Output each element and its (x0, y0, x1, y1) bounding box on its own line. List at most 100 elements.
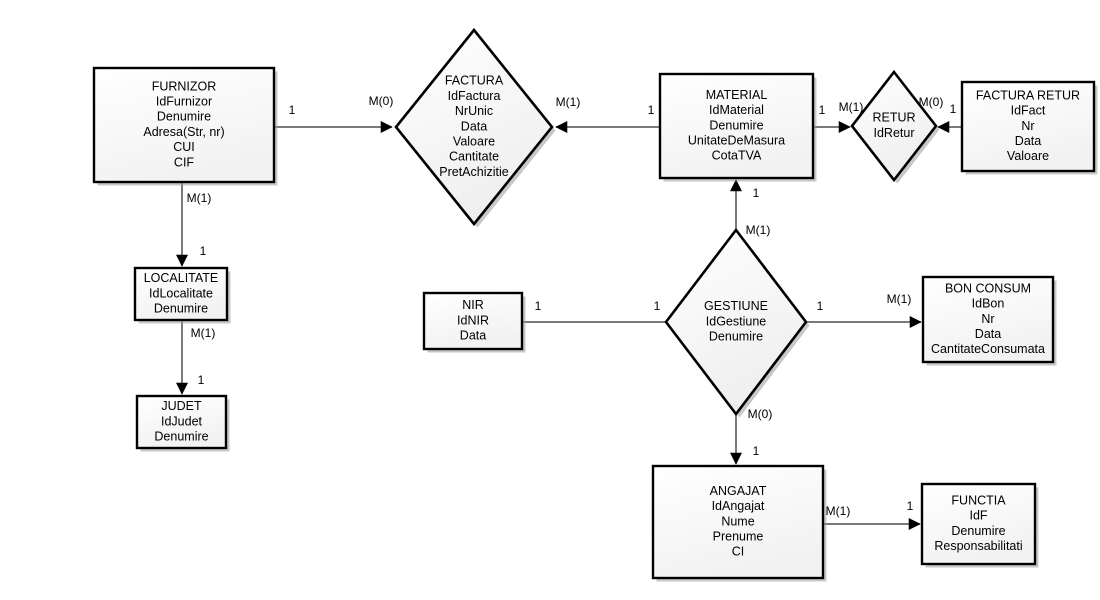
entity-furnizor-attribute: Adresa(Str, nr) (143, 125, 224, 139)
entity-bon-consum-attribute: Nr (981, 312, 994, 326)
entity-rect[interactable] (920, 482, 1037, 566)
entity-rect[interactable] (658, 72, 815, 180)
cardinality-label-factura-retur-retur-source: 1 (950, 102, 957, 116)
entity-angajat-attribute: Nume (721, 514, 754, 528)
entity-material-title: MATERIAL (706, 88, 768, 102)
cardinality-label-localitate-judet-target: 1 (198, 373, 205, 387)
entity-factura-retur-title: FACTURA RETUR (976, 88, 1080, 102)
entity-factura-retur-attribute: Nr (1021, 119, 1034, 133)
entity-furnizor-attribute: CIF (174, 155, 195, 169)
entity-bon-consum-attribute: Data (975, 327, 1001, 341)
relationship-retur-attribute: IdRetur (874, 126, 915, 140)
relationship-factura-attribute: IdFactura (448, 89, 501, 103)
entity-bon-consum-attribute: CantitateConsumata (931, 342, 1045, 356)
cardinality-label-material-retur-target: M(1) (839, 100, 864, 114)
entity-judet-title: JUDET (161, 399, 202, 413)
entity-factura-retur-attribute: Data (1015, 134, 1041, 148)
entity-bon-consum-attribute: IdBon (972, 297, 1005, 311)
entity-material-attribute: CotaTVA (712, 149, 762, 163)
entity-localitate-title: LOCALITATE (144, 271, 219, 285)
entity-angajat-attribute: Prenume (713, 529, 764, 543)
relationship-retur-title: RETUR (872, 111, 915, 125)
cardinality-label-gestiune-bon-consum-target: M(1) (887, 292, 912, 306)
entity-factura-retur-attribute: Valoare (1007, 149, 1049, 163)
entity-functia-title: FUNCTIA (951, 493, 1006, 507)
entity-rect[interactable] (651, 464, 825, 580)
entity-localitate-attribute: Denumire (154, 301, 208, 315)
entity-material[interactable]: MATERIALIdMaterialDenumireUnitateDeMasur… (658, 72, 817, 182)
relationship-diamond[interactable] (394, 27, 554, 227)
relationship-factura-attribute: Data (461, 119, 487, 133)
cardinality-label-angajat-functia-target: 1 (907, 499, 914, 513)
cardinality-label-material-factura-target: M(1) (556, 95, 581, 109)
entity-judet-attribute: IdJudet (161, 414, 203, 428)
entity-nir-attribute: IdNIR (457, 313, 489, 327)
entity-furnizor-title: FURNIZOR (152, 79, 217, 93)
entity-angajat-attribute: CI (732, 545, 745, 559)
entity-localitate-attribute: IdLocalitate (149, 286, 213, 300)
cardinality-label-material-factura-source: 1 (648, 103, 655, 117)
relationship-gestiune-title: GESTIUNE (704, 299, 768, 313)
entity-functia-attribute: Denumire (951, 524, 1005, 538)
entity-functia-attribute: IdF (969, 509, 987, 523)
relationship-diamond[interactable] (850, 69, 938, 183)
entity-material-attribute: UnitateDeMasura (688, 133, 785, 147)
cardinality-label-nir-gestiune-target: 1 (654, 299, 661, 313)
entity-rect[interactable] (422, 291, 524, 351)
relationship-factura-attribute: PretAchizitie (439, 165, 509, 179)
cardinality-label-gestiune-material-target: 1 (753, 186, 760, 200)
entity-functia-attribute: Responsabilitati (934, 539, 1022, 553)
entity-material-attribute: IdMaterial (709, 103, 764, 117)
entity-rect[interactable] (921, 275, 1055, 364)
relationship-factura-title: FACTURA (445, 74, 504, 88)
relationship-gestiune-attribute: Denumire (709, 329, 763, 343)
entity-angajat-title: ANGAJAT (710, 484, 767, 498)
cardinality-label-angajat-functia-source: M(1) (826, 504, 851, 518)
entity-furnizor-attribute: Denumire (157, 110, 211, 124)
relationship-gestiune-attribute: IdGestiune (706, 314, 767, 328)
entity-material-attribute: Denumire (709, 118, 763, 132)
entity-rect[interactable] (135, 394, 228, 450)
entity-furnizor-attribute: IdFurnizor (156, 94, 212, 108)
entity-judet-attribute: Denumire (154, 429, 208, 443)
cardinality-label-gestiune-angajat-target: 1 (753, 444, 760, 458)
relationship-factura-attribute: Cantitate (449, 150, 499, 164)
cardinality-label-gestiune-material-source: M(1) (746, 223, 771, 237)
cardinality-label-nir-gestiune-source: 1 (535, 299, 542, 313)
relationship-factura-attribute: NrUnic (455, 104, 493, 118)
cardinality-label-material-retur-source: 1 (819, 103, 826, 117)
connections-layer (176, 121, 962, 530)
relationship-factura[interactable]: FACTURAIdFacturaNrUnicDataValoareCantita… (394, 27, 556, 228)
cardinality-label-furnizor-localitate-source: M(1) (187, 191, 212, 205)
cardinality-label-furnizor-localitate-target: 1 (200, 244, 207, 258)
entity-furnizor-attribute: CUI (173, 140, 195, 154)
entity-rect[interactable] (133, 266, 229, 322)
entity-angajat-attribute: IdAngajat (712, 499, 765, 513)
entity-bon-consum-title: BON CONSUM (945, 281, 1031, 295)
relationship-diamond[interactable] (664, 227, 808, 417)
cardinality-label-gestiune-bon-consum-source: 1 (817, 299, 824, 313)
cardinality-label-gestiune-angajat-source: M(0) (748, 407, 773, 421)
entity-rect[interactable] (960, 80, 1096, 173)
relationship-factura-attribute: Valoare (453, 134, 495, 148)
cardinality-label-localitate-judet-source: M(1) (191, 326, 216, 340)
entity-nir-attribute: Data (460, 328, 486, 342)
entity-rect[interactable] (92, 66, 276, 184)
cardinality-label-factura-retur-retur-target: M(0) (919, 95, 944, 109)
cardinality-label-furnizor-factura-target: M(0) (369, 94, 394, 108)
entity-nir-title: NIR (462, 298, 484, 312)
cardinality-label-furnizor-factura-source: 1 (289, 103, 296, 117)
